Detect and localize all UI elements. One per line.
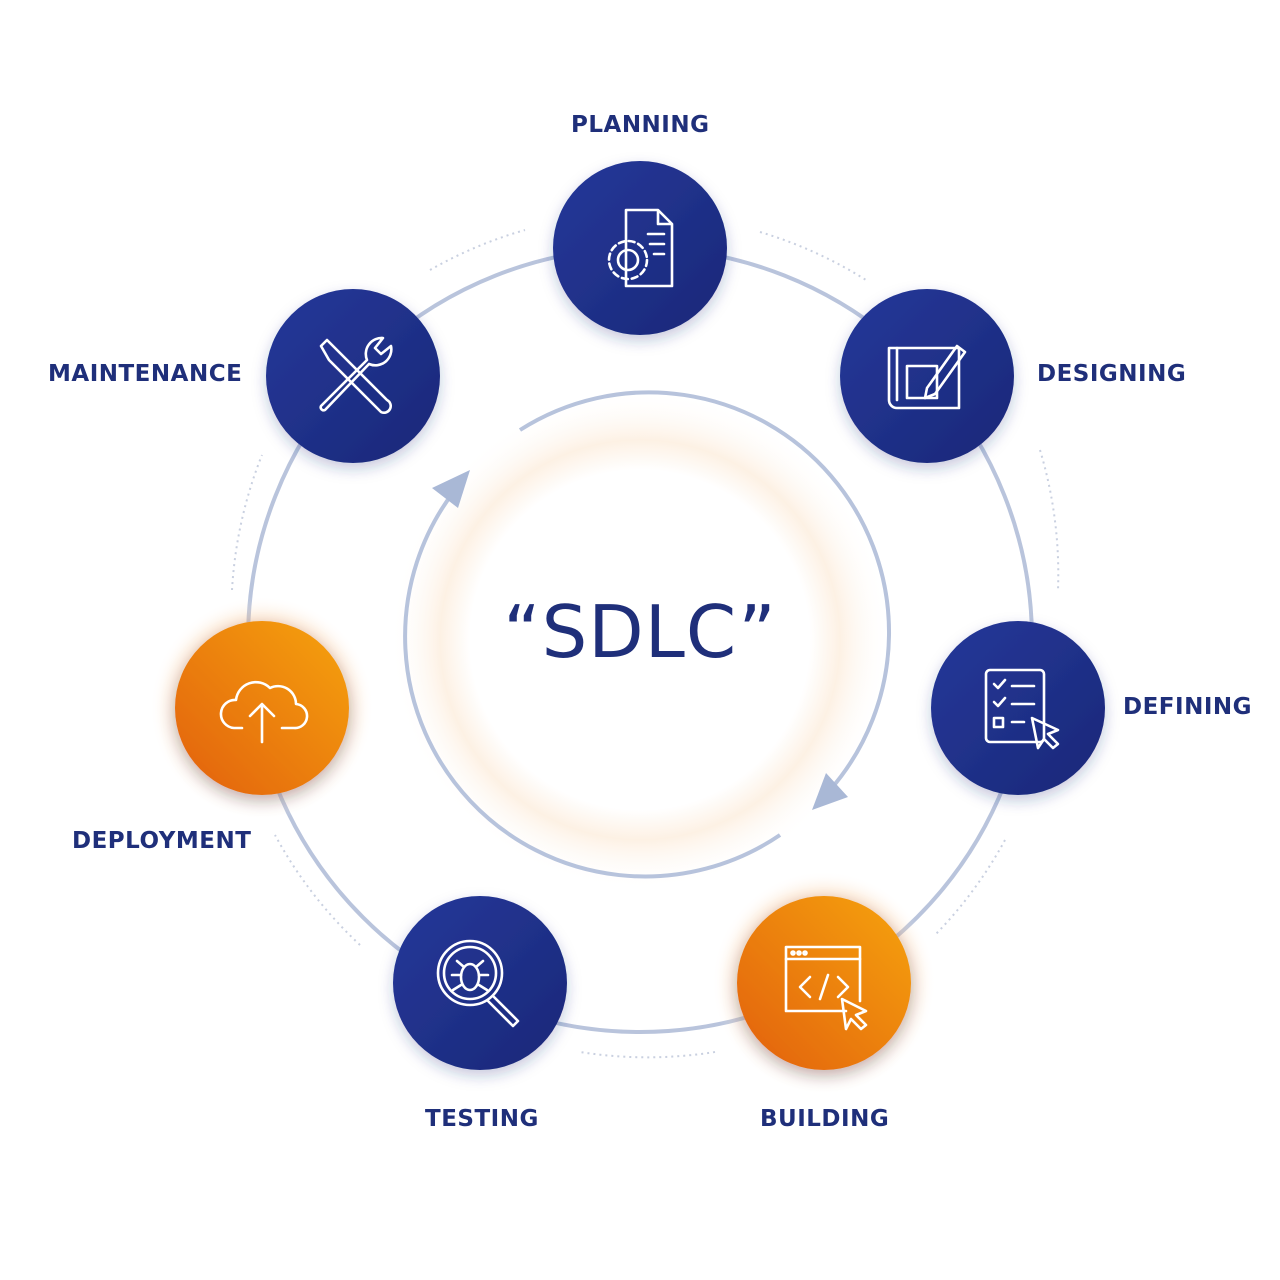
label-building: BUILDING [760, 1106, 890, 1132]
center-title: “SDLC” [503, 590, 777, 674]
blueprint-pencil-icon [887, 344, 967, 410]
magnifier-bug-icon [436, 939, 520, 1028]
center-glow [390, 390, 890, 890]
label-planning: PLANNING [571, 112, 710, 138]
code-window-cursor-icon [784, 945, 868, 1031]
cloud-upload-icon [219, 680, 309, 744]
cycle-arrows [403, 390, 891, 879]
node-designing [840, 289, 1014, 463]
label-deployment: DEPLOYMENT [72, 828, 252, 854]
document-gear-icon [607, 208, 674, 288]
node-deployment [175, 621, 349, 795]
label-testing: TESTING [425, 1106, 539, 1132]
arrow-head-up [432, 470, 470, 508]
node-defining [931, 621, 1105, 795]
node-maintenance [266, 289, 440, 463]
node-testing [393, 896, 567, 1070]
node-planning [553, 161, 727, 335]
dotted-arcs [231, 229, 1060, 1059]
arrow-head-down [812, 773, 848, 810]
label-defining: DEFINING [1123, 694, 1253, 720]
label-maintenance: MAINTENANCE [48, 361, 243, 387]
wrench-screwdriver-icon [319, 336, 393, 414]
node-building [737, 896, 911, 1070]
label-designing: DESIGNING [1037, 361, 1187, 387]
checklist-cursor-icon [984, 668, 1060, 750]
